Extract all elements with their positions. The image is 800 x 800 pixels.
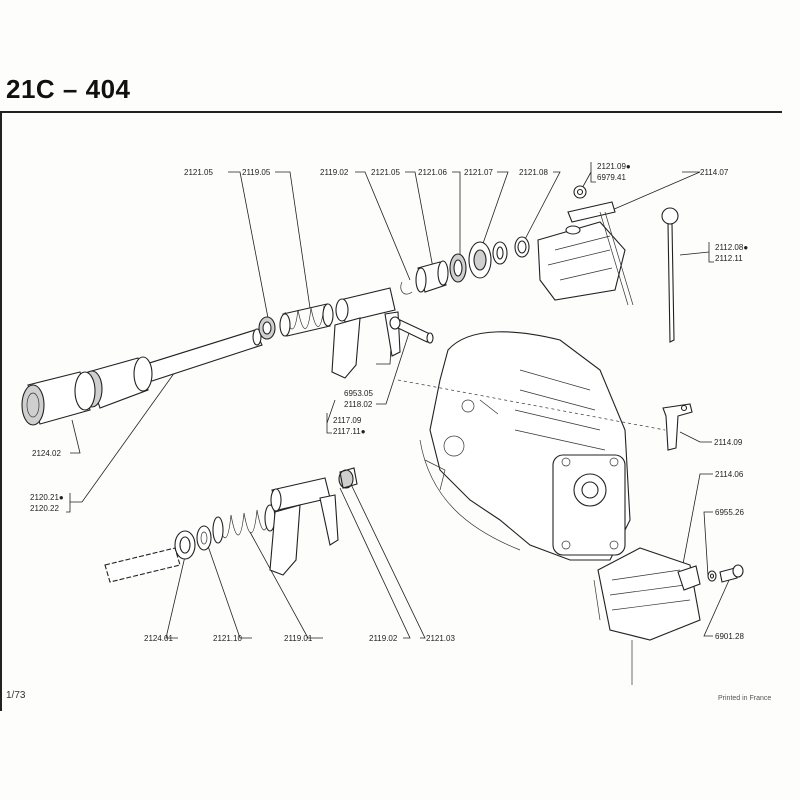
cover-and-dipstick [537, 185, 679, 343]
callout-2120-22: 2120.22 [30, 504, 59, 513]
callout-2117-09: 2117.09 [333, 416, 362, 425]
callout-2121-05-upper-right: 2121.05 [371, 168, 400, 177]
callout-2124-02: 2124.02 [32, 449, 61, 458]
lower-shaft-assembly [104, 467, 358, 583]
callout-6979-41: 6979.41 [597, 173, 626, 182]
callout-2117-11: 2117.11● [333, 427, 366, 436]
callout-6901-28: 6901.28 [715, 632, 744, 641]
printed-note: Printed in France [718, 695, 772, 702]
gearbox-housing [397, 331, 666, 561]
callout-2121-10: 2121.10 [213, 634, 242, 643]
shift-fork-upper [331, 287, 434, 379]
callout-2112-11: 2112.11 [715, 254, 743, 263]
callout-2121-08: 2121.08 [519, 168, 548, 177]
callout-2118-02: 2118.02 [344, 400, 373, 409]
callout-6955-26: 6955.26 [715, 508, 744, 517]
callout-2119-02-lower: 2119.02 [369, 634, 398, 643]
callout-6953-05: 6953.05 [344, 389, 373, 398]
callout-2121-05-upper-left: 2121.05 [184, 168, 213, 177]
lower-housing [593, 547, 701, 685]
callout-2119-02-upper: 2119.02 [320, 168, 349, 177]
callout-2114-09: 2114.09 [714, 438, 743, 447]
bearing-ring-set [400, 236, 530, 295]
callout-2121-07: 2121.07 [464, 168, 493, 177]
callout-2119-01: 2119.01 [284, 634, 313, 643]
frame-left-rule [0, 111, 2, 711]
callout-2112-08: 2112.08● [715, 243, 749, 252]
callout-2119-05: 2119.05 [242, 168, 271, 177]
spring-washers-upper [258, 303, 334, 340]
page-title: 21C – 404 [6, 74, 131, 104]
bracket-2114-09 [662, 403, 693, 451]
clip-and-screw [677, 564, 744, 591]
header-rule [0, 111, 782, 113]
callout-2120-21: 2120.21● [30, 493, 64, 502]
callout-2124-01: 2124.01 [144, 634, 173, 643]
page-number: 1/73 [6, 690, 26, 701]
callout-2121-06: 2121.06 [418, 168, 447, 177]
callout-2114-07: 2114.07 [700, 168, 729, 177]
upper-shaft-assembly [21, 328, 263, 426]
callout-2121-03: 2121.03 [426, 634, 455, 643]
callout-2121-09: 2121.09● [597, 162, 631, 171]
callout-2114-06: 2114.06 [715, 470, 744, 479]
